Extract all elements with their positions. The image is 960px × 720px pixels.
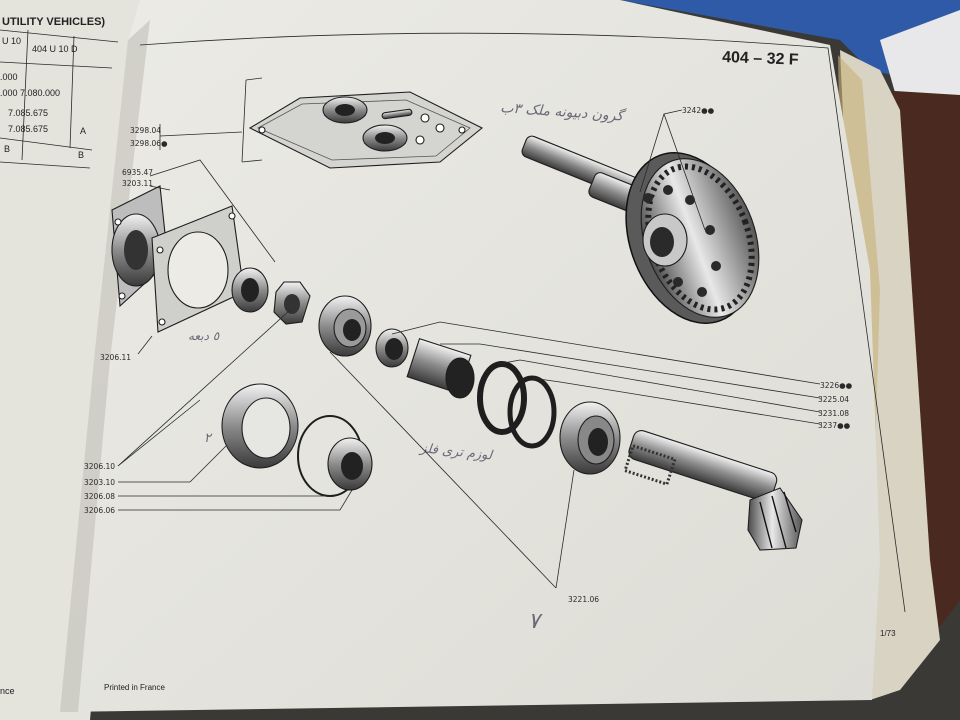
left-col-header-1: U 10 (2, 36, 21, 46)
callout-flange-b: 3203.11 (122, 179, 153, 188)
page-frame (139, 32, 906, 613)
callout-r3: 3231.08 (818, 409, 849, 418)
callout-l1: 3206.10 (84, 462, 115, 471)
callout-plate: 3206.11 (100, 353, 131, 362)
spacer-ring-part (375, 328, 409, 368)
sleeve-part (406, 337, 475, 399)
bearing-2-part (559, 401, 621, 475)
callout-flange-a: 6935.47 (122, 168, 153, 177)
footer-sheet: 1/73 (880, 629, 896, 638)
crown-wheel-part (521, 135, 760, 324)
plate-part (151, 205, 245, 333)
leader-crown (639, 109, 706, 231)
left-page (0, 0, 150, 720)
callout-bottom: 3221.06 (568, 595, 599, 604)
binding-shadow (60, 20, 150, 712)
right-leader-lines (391, 321, 821, 425)
left-col-header-2: 404 U 10 D (32, 44, 78, 54)
pinion-shaft-part (623, 430, 803, 551)
left-title-fragment: UTILITY VEHICLES) (2, 16, 105, 28)
handwriting-mark-left: ٢ (204, 431, 213, 446)
leader-bottom (329, 351, 575, 589)
left-bottom-b: B (4, 144, 10, 154)
left-row-3: 7.085.675 (8, 108, 48, 118)
small-seal-part (327, 437, 373, 491)
gasket-assembly-bracket (159, 77, 263, 163)
leader-plate (137, 335, 153, 355)
nut-part (273, 281, 311, 325)
seal-ring-part (231, 267, 269, 313)
page-code: 404 – 32 F (722, 49, 799, 69)
callout-gasket-top: 3298.04 (130, 126, 161, 135)
shim-1-part (477, 361, 527, 435)
callout-gasket-bottom: 3298.06● (130, 139, 168, 148)
callout-r4: 3237●● (818, 421, 851, 430)
left-page-table: UTILITY VEHICLES) U 10 404 U 10 D .000 .… (0, 16, 119, 696)
handwriting-mark-bottom: ٧ (528, 609, 543, 634)
left-row-1: .000 (0, 72, 18, 82)
left-footer-fragment: nce (0, 686, 15, 696)
callout-l4: 3206.06 (84, 506, 115, 515)
callout-l2: 3203.10 (84, 478, 115, 487)
gasket-plate-part (248, 91, 484, 169)
left-row-4: 7.085.675 (8, 124, 48, 134)
book-cover (880, 90, 960, 640)
handwriting-left: ٥ دبعه (188, 329, 220, 343)
callout-l3: 3206.08 (84, 492, 115, 501)
left-row-2: .000 7.080.000 (0, 88, 60, 98)
callout-crown: 3242●● (682, 106, 715, 115)
leader-flange (149, 159, 276, 263)
left-row-col-a: A (80, 126, 86, 136)
footer-printed: Printed in France (104, 683, 165, 692)
left-row-col-b: B (78, 150, 84, 160)
lower-left-leaders (117, 309, 353, 511)
callout-r2: 3225.04 (818, 395, 849, 404)
callout-r1: 3226●● (820, 381, 853, 390)
bearing-1-part (318, 295, 372, 357)
cup-seal-part (221, 383, 299, 469)
